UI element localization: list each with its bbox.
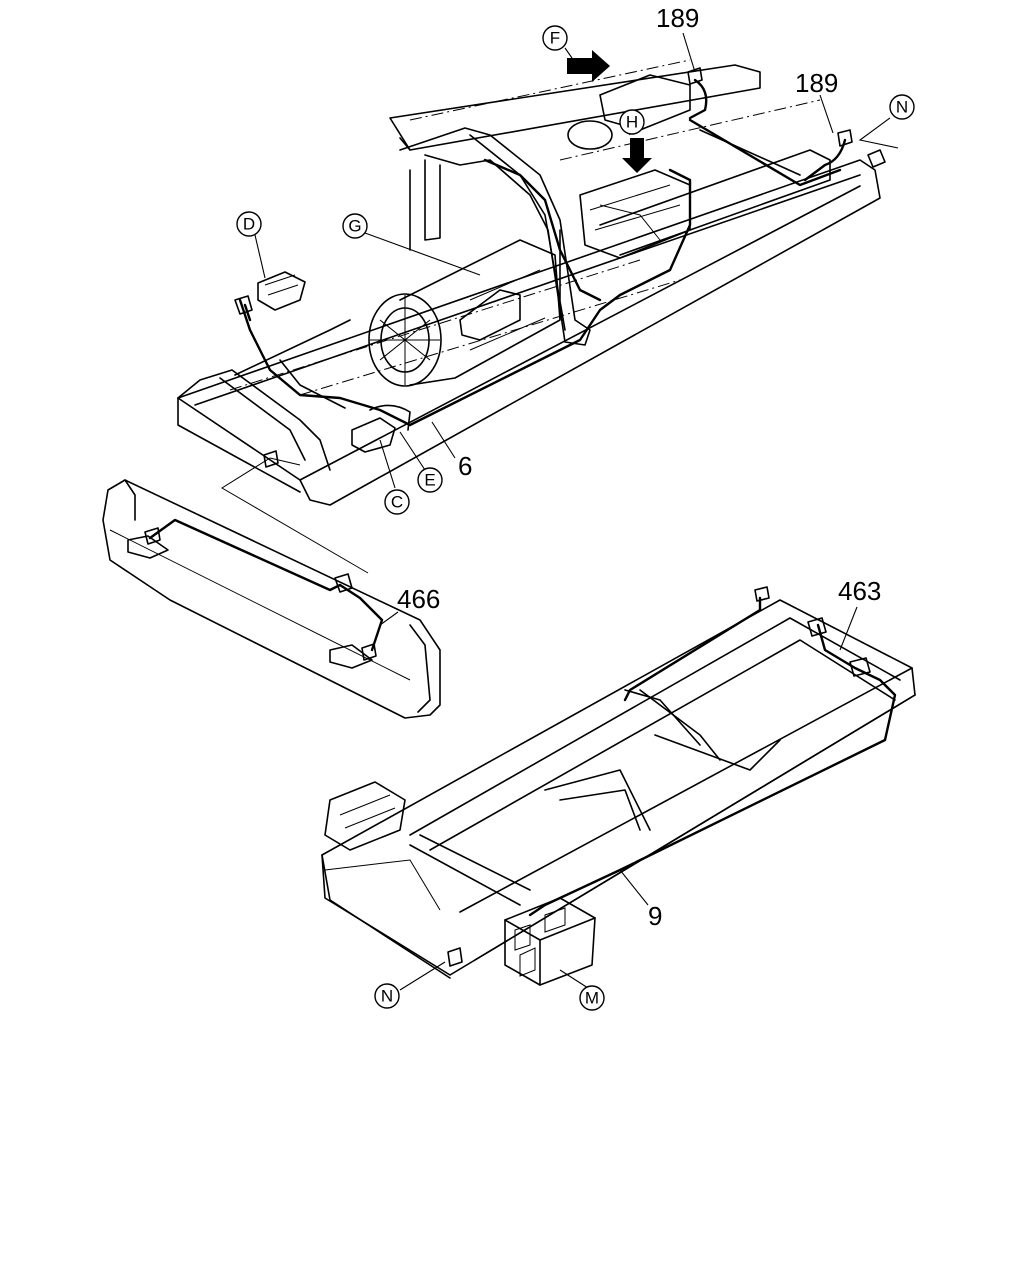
svg-text:D: D: [243, 215, 255, 234]
part-number-463: 463: [838, 576, 881, 606]
svg-text:N: N: [896, 98, 908, 117]
connector-c-e: [351, 404, 411, 453]
part-number-189-right: 189: [795, 68, 838, 98]
arrow-h: [622, 138, 652, 173]
harness-463: [528, 586, 897, 917]
part-number-466: 466: [397, 584, 440, 614]
callout-e: E: [417, 467, 443, 493]
callout-g: G: [342, 213, 368, 239]
lower-chassis-frame: [321, 599, 916, 979]
part-number-6: 6: [458, 451, 472, 481]
upper-chassis-frame: [177, 59, 881, 506]
callout-n-top: N: [889, 94, 915, 120]
svg-text:N: N: [381, 987, 393, 1006]
transmission: [567, 74, 691, 259]
callout-h: H: [619, 109, 645, 135]
harness-466: [144, 518, 384, 661]
connector-n-top: [867, 149, 886, 168]
part-number-9: 9: [648, 901, 662, 931]
callout-n-bottom: N: [374, 983, 400, 1009]
svg-text:E: E: [424, 471, 435, 490]
svg-text:G: G: [348, 217, 361, 236]
engine-block: [368, 239, 561, 387]
svg-text:F: F: [550, 29, 560, 48]
callout-f: F: [542, 25, 568, 51]
harness-6: [238, 118, 842, 427]
svg-text:C: C: [391, 493, 403, 512]
clip-189-right: [803, 129, 853, 182]
clip-189-top: [687, 67, 708, 120]
callout-c: C: [384, 489, 410, 515]
relay-box-m: [504, 897, 596, 986]
callout-m: M: [579, 985, 605, 1011]
callout-d: D: [236, 211, 262, 237]
connector-d: [234, 271, 306, 315]
part-number-189-top: 189: [656, 3, 699, 33]
svg-text:H: H: [626, 113, 638, 132]
front-bumper: [102, 479, 441, 719]
svg-text:M: M: [585, 989, 599, 1008]
connector-n-bottom: [447, 947, 463, 967]
harness-link-line: [221, 457, 369, 574]
arrow-f: [567, 50, 610, 82]
